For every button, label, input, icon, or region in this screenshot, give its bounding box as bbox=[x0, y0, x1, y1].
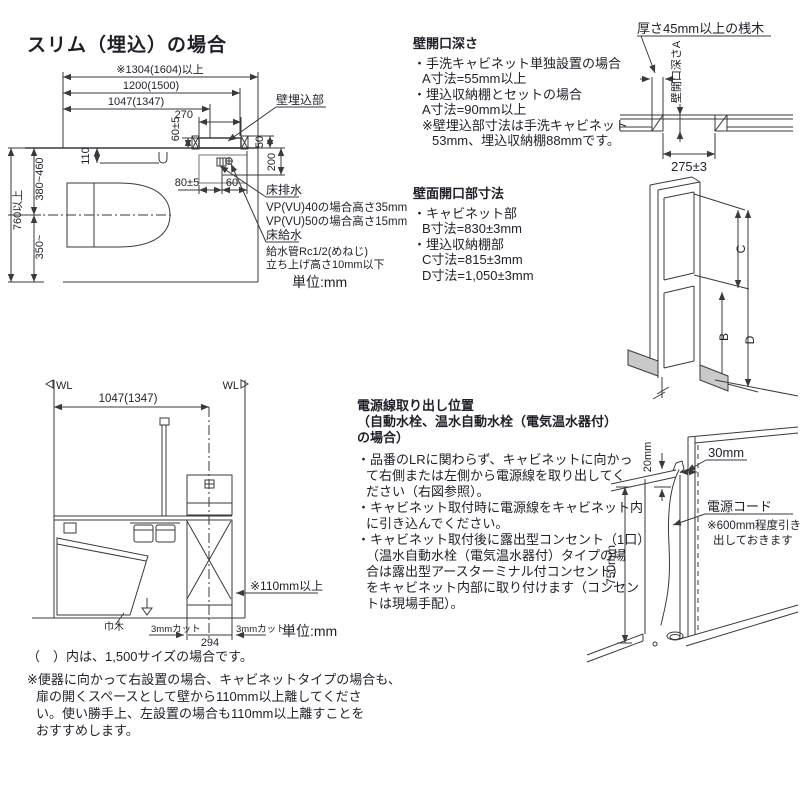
text-line: の場合） bbox=[357, 430, 410, 445]
drawing-plan-top: ※1304(1604)以上 1200(1500) 1047(1347) 270 … bbox=[7, 63, 407, 290]
section-wall-opening-depth: 壁開口深さ ・手洗キャビネット単独設置の場合 A寸法=55mm以上 ・埋込収納棚… bbox=[413, 36, 628, 149]
unit-label-lower: 単位:mm bbox=[282, 623, 337, 639]
dim-b: B bbox=[717, 333, 731, 341]
text-line: B寸法=830±3mm bbox=[422, 221, 522, 236]
size-footnote: （ ）内は、1,500サイズの場合です。 bbox=[27, 649, 253, 664]
cord-note-2: 出しておきます bbox=[713, 533, 793, 547]
dim-1047: 1047(1347) bbox=[108, 96, 164, 108]
cut-right-label: 3mmカット bbox=[236, 624, 286, 635]
plan-linework bbox=[7, 72, 326, 283]
text-line: 合は露出型アースターミナル付コンセント） bbox=[366, 564, 625, 579]
drawing-iso-opening: C B D bbox=[627, 176, 799, 400]
footnotes: （ ）内は、1,500サイズの場合です。 ※便器に向かって右設置の場合、キャビネ… bbox=[27, 648, 401, 739]
dim-1047-lower: 1047(1347) bbox=[99, 393, 158, 405]
dim-60pm5: 60±5 bbox=[170, 117, 182, 141]
section-wall-opening-dims: 壁面開口部寸法 ・キャビネット部 B寸法=830±3mm ・埋込収納棚部 C寸法… bbox=[413, 186, 534, 283]
text-line: ・埋込収納棚とセットの場合 bbox=[413, 86, 583, 102]
dim-380-460: 380~460 bbox=[34, 157, 46, 200]
section-heading-depth: 壁開口深さ bbox=[413, 36, 479, 51]
dim-760: 760以上 bbox=[11, 190, 24, 230]
text-line: ※便器に向かって右設置の場合、キャビネットタイプの場合も、 bbox=[27, 672, 401, 687]
section-heading-opening: 壁面開口部寸法 bbox=[413, 186, 505, 201]
text-line: ・キャビネット取付後に露出型コンセント（1口） bbox=[357, 532, 651, 547]
wall-section-linework bbox=[620, 35, 793, 159]
text-line: おすすめします。 bbox=[36, 723, 139, 738]
text-line: に引き込んでください。 bbox=[366, 516, 509, 531]
dim-80pm5: 80±5 bbox=[175, 177, 199, 189]
cord-note-1: ※600mm程度引き bbox=[707, 518, 800, 532]
section-heading-power: 電源線取り出し位置 bbox=[357, 398, 475, 413]
text-line: 53mm、埋込収納棚88mmです。 bbox=[432, 133, 620, 148]
text-line: て右側または左側から電源線を取り出してく bbox=[366, 468, 626, 483]
dim-20mm: 20mm bbox=[642, 442, 654, 473]
text-line: C寸法=815±3mm bbox=[422, 252, 523, 267]
supply-note-2: 立ち上げ高さ10mm以下 bbox=[266, 257, 385, 271]
cut-left-label: 3mmカット bbox=[151, 624, 201, 635]
drawing-power-cord: 20mm 30mm 電源コード ※600mm程度引き 出しておきます 750mm bbox=[586, 426, 800, 663]
dim-294: 294 bbox=[201, 637, 219, 649]
label-floor-drain: 床排水 bbox=[266, 183, 302, 197]
text-line: D寸法=1,050±3mm bbox=[422, 267, 534, 283]
drain-note-2: VP(VU)50の場合高さ15mm bbox=[266, 214, 407, 228]
iso-linework bbox=[627, 176, 799, 400]
dim-275: 275±3 bbox=[671, 159, 707, 174]
text-line: い。使い勝手上、左設置の場合も110mm以上離すことを bbox=[36, 706, 365, 721]
dim-d: D bbox=[743, 335, 757, 344]
text-line: ・キャビネット取付時に電源線をキャビネット内 bbox=[357, 500, 644, 515]
dim-50: 50 bbox=[254, 136, 266, 148]
wl-right-label: WL bbox=[223, 380, 240, 392]
label-batten: 厚さ45mm以上の桟木 bbox=[637, 21, 764, 36]
label-wall-embed: 壁埋込部 bbox=[276, 92, 324, 107]
dim-60: 60 bbox=[226, 177, 238, 189]
text-line: ださい（右図参照）。 bbox=[366, 484, 490, 499]
text-line: ※壁埋込部寸法は手洗キャビネット bbox=[422, 117, 628, 133]
drawing-wall-section: 厚さ45mm以上の桟木 壁開口深さA 275±3 bbox=[620, 21, 793, 174]
text-line: ・キャビネット部 bbox=[413, 205, 518, 221]
dim-1200: 1200(1500) bbox=[123, 80, 179, 92]
text-line: （自動水栓、温水自動水栓（電気温水器付） bbox=[357, 414, 618, 429]
supply-note-1: 給水管Rc1/2(めねじ) bbox=[266, 244, 368, 258]
dim-30mm: 30mm bbox=[708, 445, 744, 460]
text-line: をキャビネット内部に取り付けます（コンセン bbox=[366, 580, 640, 595]
text-line: ・手洗キャビネット単独設置の場合 bbox=[413, 55, 622, 71]
page-title: スリム（埋込）の場合 bbox=[27, 35, 228, 56]
clearance-label: ※110mm以上 bbox=[250, 579, 323, 593]
wl-left-label: WL bbox=[56, 380, 73, 392]
text-line: ・埋込収納棚部 bbox=[413, 236, 505, 252]
section-power-cord: 電源線取り出し位置 （自動水栓、温水自動水栓（電気温水器付） の場合） ・品番の… bbox=[357, 398, 650, 612]
dim-110: 110 bbox=[80, 147, 92, 165]
drawing-lower-elevation: WL WL 1047(1347) ※110mm以上 巾木 3mmカット 294 … bbox=[32, 379, 337, 649]
habaki-label: 巾木 bbox=[104, 620, 124, 633]
text-line: トは現場手配）。 bbox=[366, 596, 464, 611]
unit-label: 単位:mm bbox=[292, 274, 347, 290]
drain-note-1: VP(VU)40の場合高さ35mm bbox=[266, 200, 407, 214]
text-line: 扉の開くスペースとして壁から110mm以上離してくださ bbox=[36, 689, 362, 704]
text-line: （温水自動水栓（電気温水器付）タイプの場 bbox=[366, 548, 627, 563]
text-line: A寸法=55mm以上 bbox=[422, 71, 527, 86]
power-cord-linework bbox=[586, 426, 799, 663]
lower-elevation-linework bbox=[32, 379, 318, 640]
label-depth-a: 壁開口深さA bbox=[669, 40, 683, 103]
cord-label: 電源コード bbox=[707, 499, 772, 514]
dim-270: 270 bbox=[175, 109, 193, 121]
dim-200: 200 bbox=[266, 153, 278, 171]
dim-c: C bbox=[734, 244, 748, 253]
dim-total-width: ※1304(1604)以上 bbox=[116, 63, 203, 76]
text-line: A寸法=90mm以上 bbox=[422, 102, 527, 117]
dim-350: 350~ bbox=[34, 235, 46, 260]
label-floor-supply: 床給水 bbox=[266, 228, 302, 242]
dim-750mm: 750mm bbox=[604, 545, 618, 585]
text-line: ・品番のLRに関わらず、キャビネットに向かっ bbox=[357, 452, 633, 467]
